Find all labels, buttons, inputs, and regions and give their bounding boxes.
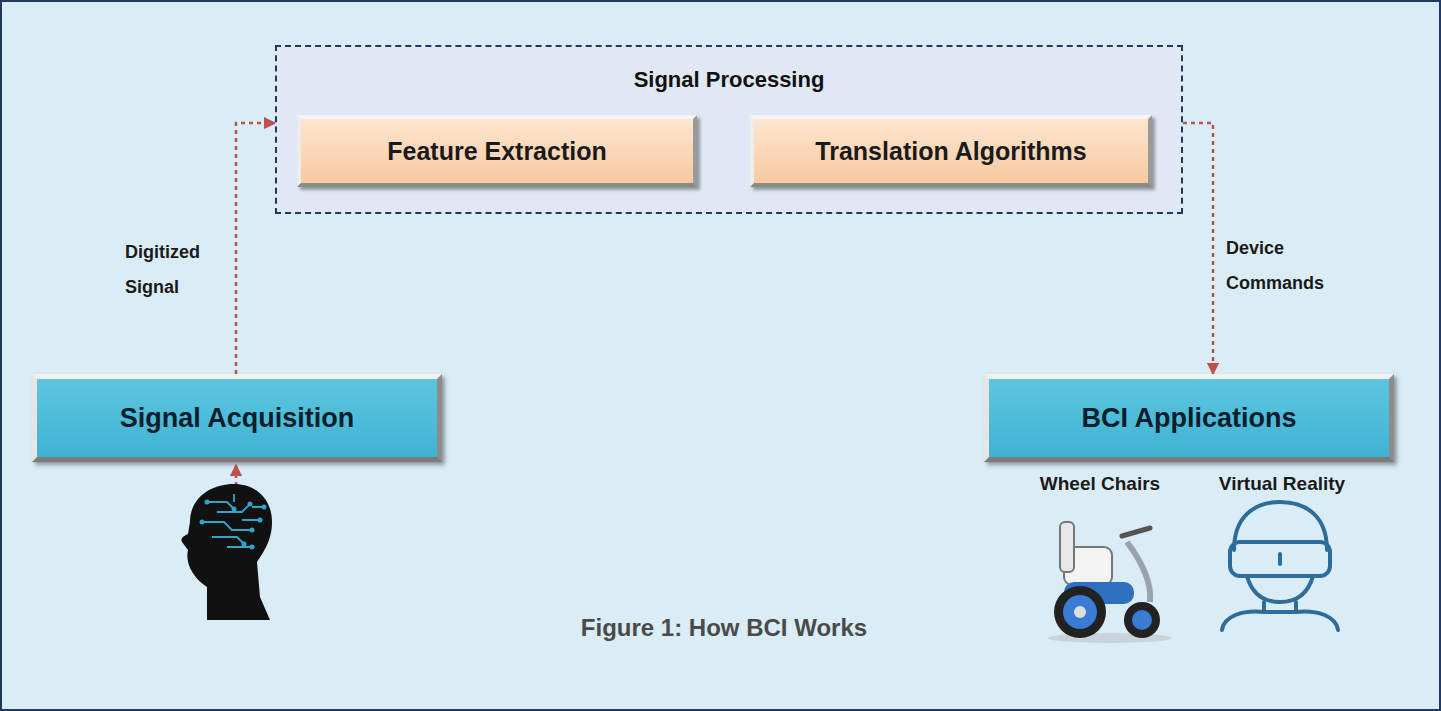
edge-label: Device Commands bbox=[1226, 231, 1336, 301]
figure-caption: Figure 1: How BCI Works bbox=[522, 614, 926, 642]
node-text: BCI Applications bbox=[1081, 403, 1296, 434]
input-arrow bbox=[235, 465, 238, 486]
icon-label: Virtual Reality bbox=[1202, 473, 1362, 495]
wheelchair-icon bbox=[1048, 522, 1172, 643]
head-icon bbox=[181, 484, 272, 620]
vr-icon bbox=[1222, 502, 1338, 630]
node-text: Signal Acquisition bbox=[120, 403, 355, 434]
process-box: Feature Extraction bbox=[297, 115, 697, 187]
node-text: Feature Extraction bbox=[387, 137, 607, 166]
node-text: Signal Processing bbox=[634, 67, 825, 93]
group-box: Signal ProcessingFeature Extraction Trans… bbox=[275, 45, 1183, 214]
node-text: Translation Algorithms bbox=[815, 137, 1086, 166]
icon-label: Wheel Chairs bbox=[1032, 473, 1168, 495]
edge-label: Digitized Signal bbox=[125, 235, 225, 305]
process-box: Translation Algorithms bbox=[750, 115, 1152, 187]
stage-box: BCI Applications bbox=[984, 374, 1394, 462]
stage-box: Signal Acquisition bbox=[32, 374, 442, 462]
dotted-arrow bbox=[1183, 123, 1213, 374]
dotted-arrow bbox=[236, 123, 275, 374]
